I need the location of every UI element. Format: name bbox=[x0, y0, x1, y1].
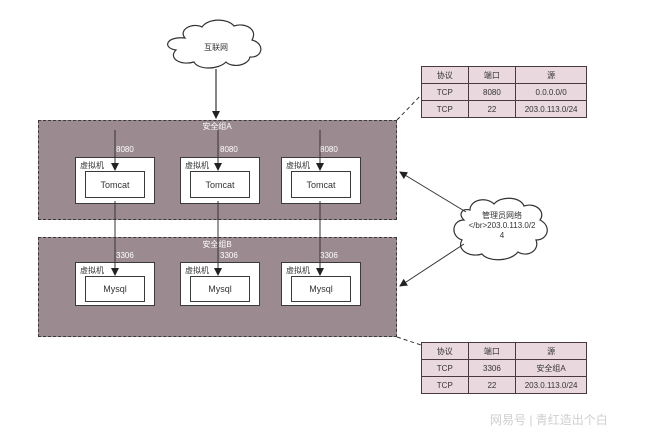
table-cell: TCP bbox=[421, 376, 469, 394]
port-label: 3306 bbox=[116, 251, 134, 260]
vm-a-3: 虚拟机 Tomcat bbox=[281, 157, 361, 204]
header-cell: 源 bbox=[515, 66, 587, 84]
header-cell: 协议 bbox=[421, 342, 469, 360]
security-group-b-label: 安全组B bbox=[202, 240, 232, 249]
rules-table-a: 协议 端口 源 TCP 8080 0.0.0.0/0 TCP 22 203.0.… bbox=[421, 66, 587, 118]
port-label: 8080 bbox=[220, 145, 238, 154]
callout-b bbox=[396, 336, 425, 347]
internet-cloud bbox=[167, 19, 262, 69]
table-header-row: 协议 端口 源 bbox=[421, 342, 587, 360]
mysql-service: Mysql bbox=[291, 276, 351, 302]
table-header-row: 协议 端口 源 bbox=[421, 66, 587, 84]
table-cell: 0.0.0.0/0 bbox=[515, 83, 587, 101]
table-row: TCP 22 203.0.113.0/24 bbox=[421, 100, 587, 118]
watermark: 网易号 | 青红造出个白 bbox=[490, 413, 608, 427]
admin-arrow-a bbox=[399, 171, 467, 213]
header-cell: 端口 bbox=[467, 66, 517, 84]
port-label: 3306 bbox=[320, 251, 338, 260]
mysql-service: Mysql bbox=[85, 276, 145, 302]
table-cell: 3306 bbox=[467, 359, 517, 377]
internet-cloud-label: 互联网 bbox=[204, 43, 228, 52]
admin-cloud-line1: 管理员网络 bbox=[482, 211, 522, 220]
table-cell: 203.0.113.0/24 bbox=[515, 100, 587, 118]
tomcat-service: Tomcat bbox=[85, 171, 145, 198]
mysql-service: Mysql bbox=[190, 276, 250, 302]
table-cell: 8080 bbox=[467, 83, 517, 101]
table-cell: TCP bbox=[421, 100, 469, 118]
vm-label: 虚拟机 bbox=[286, 266, 310, 275]
tomcat-service: Tomcat bbox=[291, 171, 351, 198]
table-row: TCP 22 203.0.113.0/24 bbox=[421, 376, 587, 394]
table-cell: TCP bbox=[421, 83, 469, 101]
vm-a-2: 虚拟机 Tomcat bbox=[180, 157, 260, 204]
vm-b-2: 虚拟机 Mysql bbox=[180, 262, 260, 306]
admin-cloud-label: 管理员网络 </br>203.0.113.0/2 4 bbox=[452, 211, 552, 241]
table-row: TCP 8080 0.0.0.0/0 bbox=[421, 83, 587, 101]
admin-cloud-line3: 4 bbox=[499, 231, 505, 240]
admin-arrow-b bbox=[399, 243, 465, 287]
admin-cloud bbox=[453, 197, 548, 261]
table-cell: TCP bbox=[421, 359, 469, 377]
vm-label: 虚拟机 bbox=[80, 161, 104, 170]
callout-a bbox=[396, 91, 425, 121]
port-label: 8080 bbox=[320, 145, 338, 154]
table-cell: 22 bbox=[467, 100, 517, 118]
header-cell: 协议 bbox=[421, 66, 469, 84]
table-cell: 安全组A bbox=[515, 359, 587, 377]
port-label: 8080 bbox=[116, 145, 134, 154]
admin-cloud-line2: </br>203.0.113.0/2 bbox=[468, 221, 536, 230]
security-group-a-label: 安全组A bbox=[202, 122, 232, 131]
port-label: 3306 bbox=[220, 251, 238, 260]
table-cell: 203.0.113.0/24 bbox=[515, 376, 587, 394]
vm-label: 虚拟机 bbox=[286, 161, 310, 170]
vm-label: 虚拟机 bbox=[185, 161, 209, 170]
header-cell: 源 bbox=[515, 342, 587, 360]
tomcat-service: Tomcat bbox=[190, 171, 250, 198]
header-cell: 端口 bbox=[467, 342, 517, 360]
table-row: TCP 3306 安全组A bbox=[421, 359, 587, 377]
rules-table-b: 协议 端口 源 TCP 3306 安全组A TCP 22 203.0.113.0… bbox=[421, 342, 587, 394]
table-cell: 22 bbox=[467, 376, 517, 394]
vm-label: 虚拟机 bbox=[80, 266, 104, 275]
vm-label: 虚拟机 bbox=[185, 266, 209, 275]
